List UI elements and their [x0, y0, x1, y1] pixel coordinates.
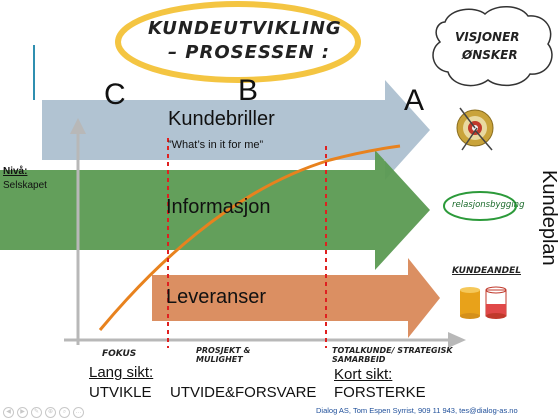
target-icon — [456, 107, 494, 151]
utvide-label: UTVIDE&FORSVARE — [170, 384, 317, 401]
arrow-kundebriller-sublabel: ”What’s in it for me” — [168, 139, 264, 151]
relation-badge-text: relasjonsbygging — [452, 200, 525, 210]
level-value: Selskapet — [3, 180, 47, 191]
more-options-icon[interactable]: … — [73, 407, 84, 418]
lang-sikt-label: Lang sikt: — [89, 364, 154, 381]
phase-b: B — [238, 74, 259, 107]
phase-c: C — [104, 78, 126, 111]
relation-badge-ellipse — [443, 191, 517, 221]
arrow-informasjon-label: Informasjon — [166, 196, 271, 218]
forsterke-label: FORSTERKE — [334, 384, 426, 401]
utvikle-label: UTVIKLE — [89, 384, 152, 401]
vision-cloud — [432, 6, 553, 87]
arrow-kundebriller-label: Kundebriller — [168, 108, 275, 130]
arrow-leveranser-label: Leveranser — [166, 286, 267, 308]
axis-label-prosjekt: PROSJEKT & MULIGHET — [196, 346, 251, 364]
phase-a: A — [404, 84, 425, 117]
vision-cloud-line-1: VISJONER — [455, 30, 520, 44]
axis-label-fokus: FOKUS — [102, 349, 137, 359]
next-slide-icon[interactable]: ▶ — [17, 407, 28, 418]
vision-cloud-line-2: ØNSKER — [462, 48, 518, 62]
kort-sikt-label: Kort sikt: — [334, 366, 393, 383]
pen-icon[interactable]: ✎ — [31, 407, 42, 418]
arrow-kundebriller — [42, 80, 430, 180]
footer-credit: Dialog AS, Tom Espen Syrrist, 909 11 943… — [316, 406, 518, 415]
arrow-leveranser — [152, 258, 440, 338]
level-label: Nivå: — [3, 166, 28, 177]
y-axis-arrowhead — [70, 118, 86, 134]
prev-slide-icon[interactable]: ◀ — [3, 407, 14, 418]
axis-label-totalkunde: TOTALKUNDE/ STRATEGISK SAMARBEID — [332, 346, 453, 364]
x-axis-arrowhead — [448, 332, 466, 348]
kundeplan-vertical: Kundeplan — [538, 170, 559, 266]
share-label: KUNDEANDEL — [452, 266, 521, 276]
title-line-1: KUNDEUTVIKLING — [148, 18, 342, 39]
share-cylinders-icon — [460, 286, 507, 319]
search-icon[interactable]: ⌕ — [59, 407, 70, 418]
title-line-2: – PROSESSEN : — [168, 42, 330, 63]
growth-curve — [98, 144, 401, 331]
zoom-icon[interactable]: ⊕ — [45, 407, 56, 418]
arrow-informasjon — [0, 150, 430, 270]
title-ellipse — [115, 1, 361, 83]
